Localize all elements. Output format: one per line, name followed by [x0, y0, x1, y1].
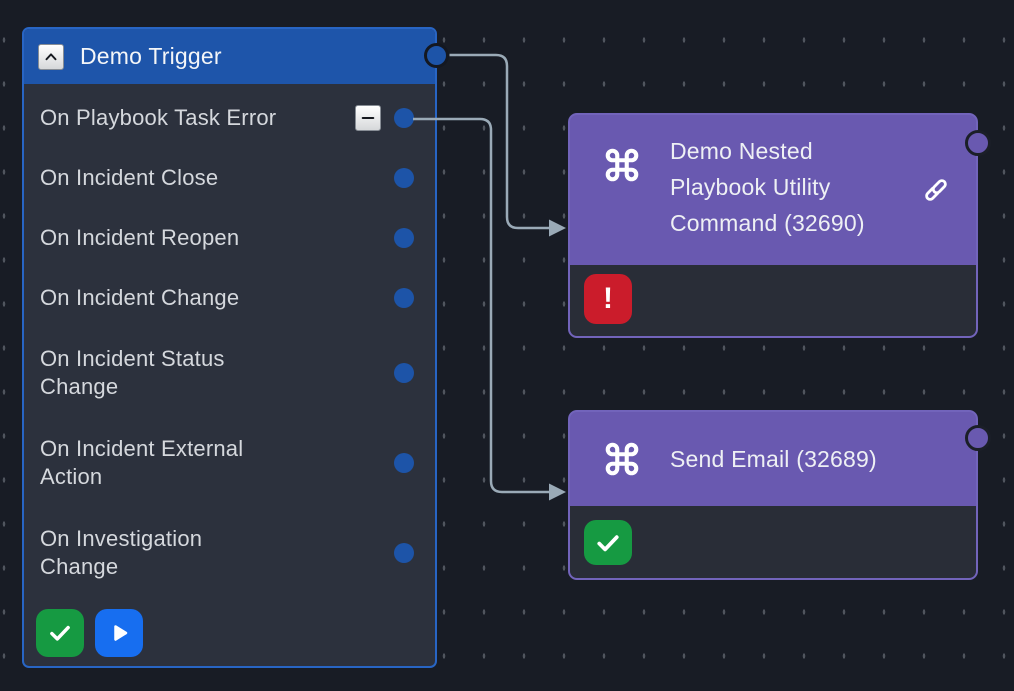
remove-trigger-button[interactable]: [355, 105, 381, 131]
task-node-title: Send Email (32689): [670, 446, 877, 472]
task-node-header: Demo Nested Playbook Utility Command (32…: [570, 115, 991, 265]
trigger-actions: [36, 609, 143, 657]
trigger-node[interactable]: Demo Trigger On Playbook Task Error On I…: [22, 27, 449, 668]
trigger-item-on-incident-status-change: On Incident Status Change: [24, 328, 435, 418]
task-output-port[interactable]: [965, 425, 991, 451]
trigger-item-on-incident-change: On Incident Change: [24, 268, 435, 328]
trigger-event-list: On Playbook Task Error On Incident Close…: [24, 84, 435, 598]
task-node-send-email[interactable]: Send Email (32689): [568, 410, 991, 580]
trigger-item-port[interactable]: [394, 363, 414, 383]
exclamation-icon: !: [603, 282, 613, 315]
play-icon: [107, 621, 131, 645]
trigger-item-on-playbook-task-error: On Playbook Task Error: [24, 88, 435, 148]
arrowhead-icon: [549, 483, 566, 501]
trigger-item-port[interactable]: [394, 543, 414, 563]
edge-trigger-to-demo-nested: [449, 53, 550, 230]
trigger-item-port[interactable]: [394, 453, 414, 473]
check-icon: [594, 529, 622, 557]
command-icon: [603, 440, 641, 478]
task-output-port[interactable]: [965, 130, 991, 156]
task-node-footer: !: [570, 265, 976, 336]
trigger-item-port[interactable]: [394, 228, 414, 248]
trigger-item-port[interactable]: [394, 168, 414, 188]
task-node-title: Demo Nested Playbook Utility Command (32…: [670, 138, 865, 236]
success-status-badge[interactable]: [584, 520, 632, 565]
trigger-item-port[interactable]: [394, 108, 414, 128]
chevron-up-icon: [42, 48, 60, 66]
task-node-demo-nested-playbook[interactable]: Demo Nested Playbook Utility Command (32…: [568, 113, 991, 338]
arrowhead-icon: [549, 219, 566, 237]
error-status-badge[interactable]: !: [584, 274, 632, 324]
trigger-item-on-incident-reopen: On Incident Reopen: [24, 208, 435, 268]
trigger-node-header[interactable]: Demo Trigger: [24, 29, 449, 84]
check-icon: [47, 620, 73, 646]
confirm-button[interactable]: [36, 609, 84, 657]
collapse-button[interactable]: [38, 43, 64, 70]
run-button[interactable]: [95, 609, 143, 657]
command-icon: [603, 146, 641, 184]
trigger-output-port[interactable]: [424, 43, 449, 68]
trigger-item-on-incident-external-action: On Incident External Action: [24, 418, 435, 508]
task-node-footer: [570, 506, 976, 578]
trigger-item-on-incident-close: On Incident Close: [24, 148, 435, 208]
trigger-node-title: Demo Trigger: [80, 43, 222, 69]
link-icon[interactable]: [920, 174, 952, 206]
task-node-header: Send Email (32689): [570, 412, 991, 506]
trigger-item-on-investigation-change: On Investigation Change: [24, 508, 435, 598]
trigger-item-port[interactable]: [394, 288, 414, 308]
minus-icon: [359, 109, 377, 127]
